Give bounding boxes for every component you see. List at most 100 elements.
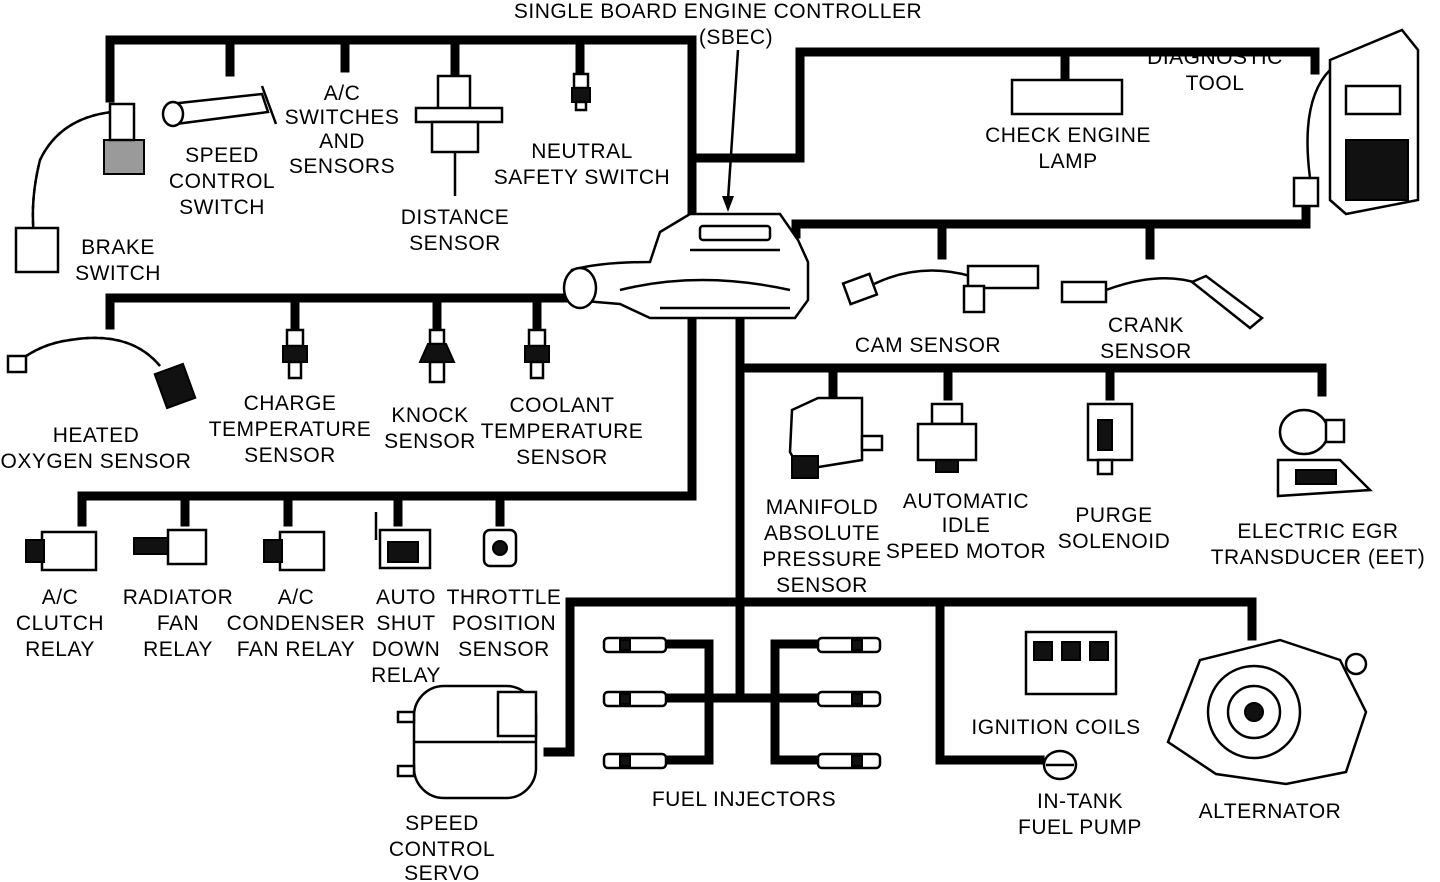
purge-solenoid-label-1: PURGE [1075,504,1152,527]
ac-clutch-relay-icon [25,530,98,572]
idle-speed-motor-label-3: SPEED MOTOR [886,540,1046,563]
brake-switch-icon [14,102,145,274]
cam-sensor-icon [841,264,1040,314]
check-engine-lamp-label-1: CHECK ENGINE [985,124,1151,147]
ac-clutch-relay-label-1: A/C [42,586,79,609]
in-tank-fuel-pump-label-2: FUEL PUMP [1018,816,1142,839]
neutral-safety-switch-label-2: SAFETY SWITCH [494,166,670,189]
coolant-temperature-sensor-icon [524,328,550,380]
ac-clutch-relay-label-2: CLUTCH [16,612,104,635]
egr-transducer-icon [1276,408,1373,498]
brake-switch-label-2: SWITCH [75,262,161,285]
distance-sensor-label-2: SENSOR [409,232,501,255]
crank-sensor-label-2: SENSOR [1100,340,1192,363]
alternator-icon [1166,638,1368,786]
idle-speed-motor-icon [916,402,978,473]
controller-title: SINGLE BOARD ENGINE CONTROLLER [514,0,922,23]
auto-shut-down-relay-label-2: SHUT [376,612,435,635]
controller-acronym: (SBEC) [699,26,773,49]
speed-control-switch-icon [161,85,278,128]
in-tank-fuel-pump-icon [1042,749,1078,781]
ignition-coils-label: IGNITION COILS [971,716,1140,739]
fuel-injector-6 [816,752,882,770]
speed-control-servo-icon [396,684,538,800]
brake-switch-label-1: BRAKE [81,236,155,259]
knock-sensor-label-2: SENSOR [384,430,476,453]
purge-solenoid-icon [1086,402,1134,476]
ac-switches-label-1: A/C [324,82,361,105]
fuel-injector-5 [816,690,882,708]
heated-oxygen-sensor-label-2: OXYGEN SENSOR [1,450,192,473]
wiring-harness [77,35,1327,765]
map-sensor-icon [788,396,884,479]
ac-switches-label-3: AND [319,130,365,153]
speed-control-switch-label-3: SWITCH [179,196,265,219]
egr-transducer-label-2: TRANSDUCER (EET) [1211,546,1426,569]
throttle-position-sensor-label-3: SENSOR [458,638,550,661]
speed-control-servo-label-2: CONTROL [389,838,495,861]
crank-sensor-label-1: CRANK [1108,314,1184,337]
heated-oxygen-sensor-label-1: HEATED [53,424,140,447]
charge-temp-label-3: SENSOR [244,444,336,467]
idle-speed-motor-label-1: AUTOMATIC [903,490,1029,513]
check-engine-lamp-icon [1010,78,1124,116]
map-sensor-label-4: SENSOR [776,574,868,597]
fuel-injector-1 [602,636,668,654]
ac-switches-label-2: SWITCHES [285,106,400,129]
speed-control-servo-label-1: SPEED [405,812,479,835]
idle-speed-motor-label-2: IDLE [942,514,991,537]
ignition-coils-icon [1024,630,1118,696]
charge-temp-label-1: CHARGE [244,392,337,415]
throttle-position-sensor-label-2: POSITION [452,612,556,635]
auto-shut-down-relay-icon [374,512,432,570]
charge-temperature-sensor-icon [282,328,308,380]
speed-control-switch-label-2: CONTROL [169,170,275,193]
check-engine-lamp-label-2: LAMP [1038,150,1097,173]
diagnostic-tool-label-2: TOOL [1186,72,1245,95]
alternator-label: ALTERNATOR [1199,800,1342,823]
distance-sensor-label-1: DISTANCE [401,206,510,229]
auto-shut-down-relay-label-3: DOWN [372,638,441,661]
fuel-injectors-icon [602,636,882,770]
ac-switches-label-4: SENSORS [289,155,395,178]
map-sensor-label-1: MANIFOLD [766,496,879,519]
radiator-fan-relay-label-3: RELAY [143,638,213,661]
throttle-position-sensor-icon [482,528,518,568]
fuel-injector-2 [602,690,668,708]
coolant-temp-label-2: TEMPERATURE [481,420,644,443]
speed-control-switch-label-1: SPEED [185,144,259,167]
coolant-temp-label-1: COOLANT [509,394,614,417]
auto-shut-down-relay-label-1: AUTO [376,586,436,609]
crank-sensor-icon [1060,274,1265,330]
distance-sensor-icon [414,74,504,196]
purge-solenoid-label-2: SOLENOID [1058,530,1171,553]
coolant-temp-label-3: SENSOR [516,446,608,469]
sbec-controller [562,49,810,320]
heated-oxygen-sensor-icon [6,336,197,410]
radiator-fan-relay-label-1: RADIATOR [123,586,234,609]
fuel-injector-4 [816,636,882,654]
ac-clutch-relay-label-3: RELAY [25,638,95,661]
fuel-injectors-label: FUEL INJECTORS [652,788,836,811]
fuel-injector-3 [602,752,668,770]
radiator-fan-relay-label-2: FAN [157,612,199,635]
radiator-fan-relay-icon [133,528,208,566]
auto-shut-down-relay-label-4: RELAY [371,664,441,687]
map-sensor-label-3: PRESSURE [762,548,882,571]
in-tank-fuel-pump-label-1: IN-TANK [1037,790,1123,813]
neutral-safety-switch-label-1: NEUTRAL [531,140,633,163]
ac-condenser-fan-relay-label-3: FAN RELAY [237,638,355,661]
ac-condenser-fan-relay-label-1: A/C [278,586,315,609]
charge-temp-label-2: TEMPERATURE [209,418,372,441]
knock-sensor-label-1: KNOCK [391,404,468,427]
ac-condenser-fan-relay-label-2: CONDENSER [227,612,366,635]
neutral-safety-switch-icon [571,72,591,112]
throttle-position-sensor-label-1: THROTTLE [447,586,562,609]
cam-sensor-label: CAM SENSOR [855,334,1001,357]
diagnostic-tool-label-1: DIAGNOSTIC [1147,46,1283,69]
map-sensor-label-2: ABSOLUTE [764,522,880,545]
speed-control-servo-label-3: SERVO [404,862,480,882]
ac-condenser-fan-relay-icon [263,530,326,572]
egr-transducer-label-1: ELECTRIC EGR [1237,520,1398,543]
